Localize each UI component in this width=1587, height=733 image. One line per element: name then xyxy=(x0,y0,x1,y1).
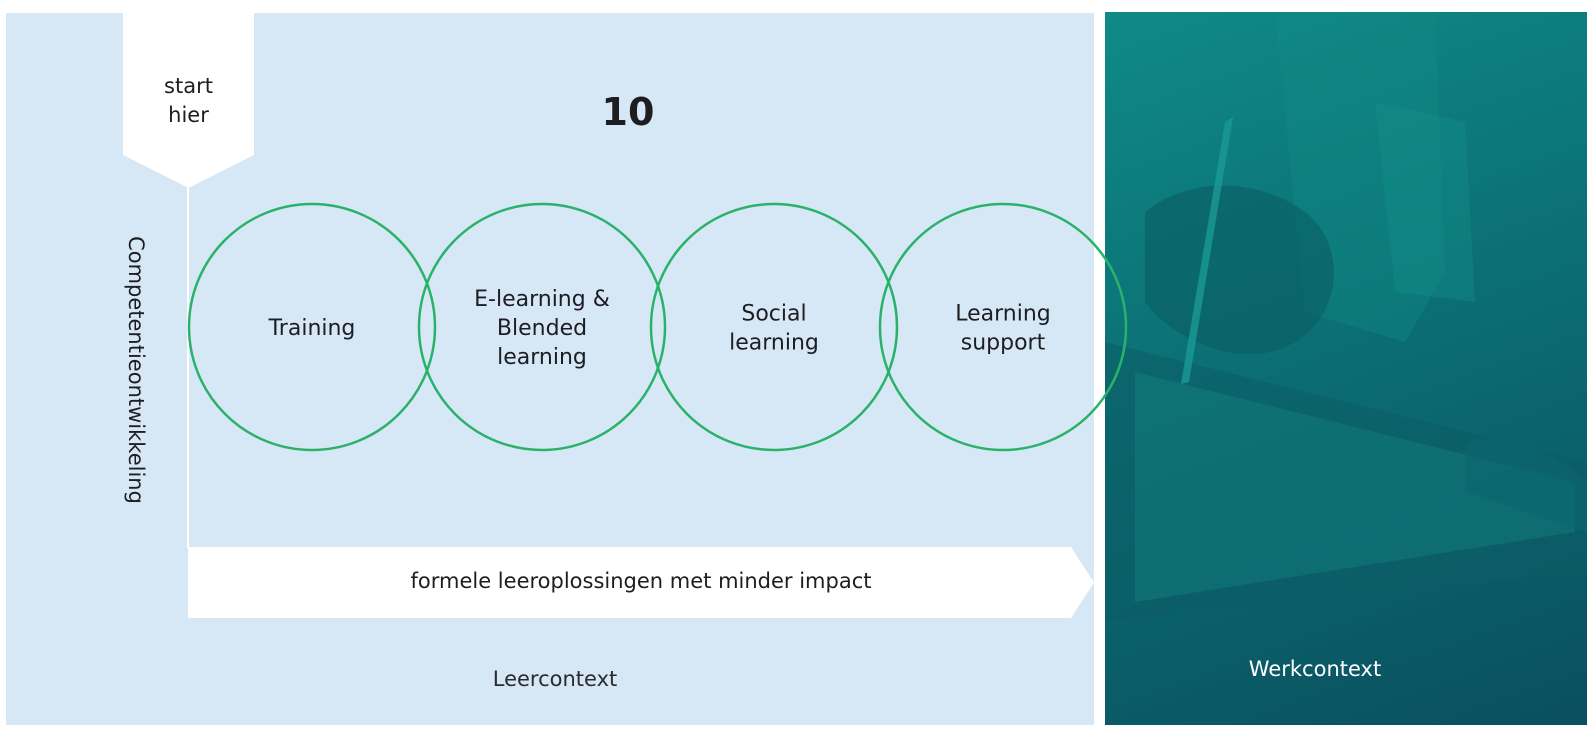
solution-count: 10 xyxy=(601,90,655,134)
work-context-panel xyxy=(1105,12,1587,725)
competence-axis-text: Competentieontwikkeling xyxy=(124,236,148,504)
start-badge xyxy=(123,12,254,188)
impact-arrow-label: formele leeroplossingen met minder impac… xyxy=(410,569,872,593)
start-label-line1: start xyxy=(164,74,213,98)
hand-writing-photo xyxy=(1105,12,1587,622)
axis-line xyxy=(187,186,189,548)
start-label-line2: hier xyxy=(168,103,209,127)
impact-arrow xyxy=(188,547,1094,618)
start-label: start hier xyxy=(123,72,254,130)
work-context-label: Werkcontext xyxy=(1248,657,1382,681)
learning-context-label: Leercontext xyxy=(492,667,618,691)
